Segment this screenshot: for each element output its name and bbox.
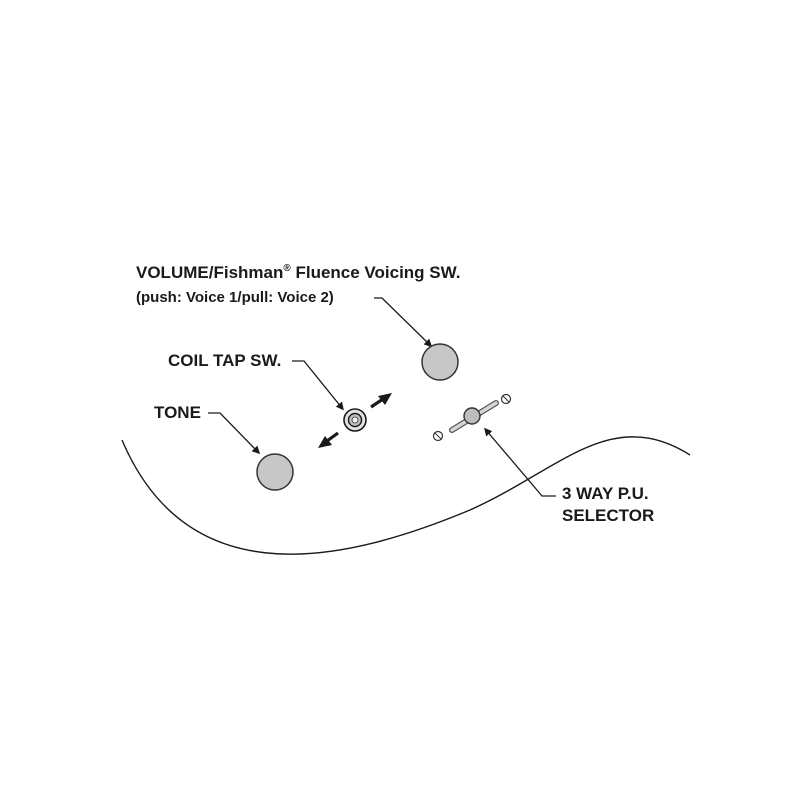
- coil-tap-label: COIL TAP SW.: [168, 351, 281, 370]
- double-headed-diagonal-arrow-icon: [318, 393, 392, 448]
- screw-icon: [500, 393, 512, 405]
- coil-tap-switch[interactable]: [343, 408, 367, 432]
- volume-leader-line: [374, 297, 433, 348]
- tone-leader-line: [208, 412, 261, 455]
- guitar-body-outline: [121, 436, 691, 555]
- selector-label: 3 WAY P.U.: [562, 484, 649, 503]
- tone-knob[interactable]: [256, 453, 294, 491]
- screw-icon: [432, 430, 444, 442]
- volume-sublabel: (push: Voice 1/pull: Voice 2): [136, 289, 334, 306]
- selector-label-line2: SELECTOR: [562, 506, 654, 525]
- coil-tap-leader-line: [292, 360, 344, 411]
- volume-knob[interactable]: [421, 343, 459, 381]
- pickup-selector-switch[interactable]: [449, 400, 499, 433]
- tone-label: TONE: [154, 403, 201, 422]
- volume-label: VOLUME/Fishman® Fluence Voicing SW.: [136, 263, 460, 282]
- selector-leader-line: [484, 427, 556, 497]
